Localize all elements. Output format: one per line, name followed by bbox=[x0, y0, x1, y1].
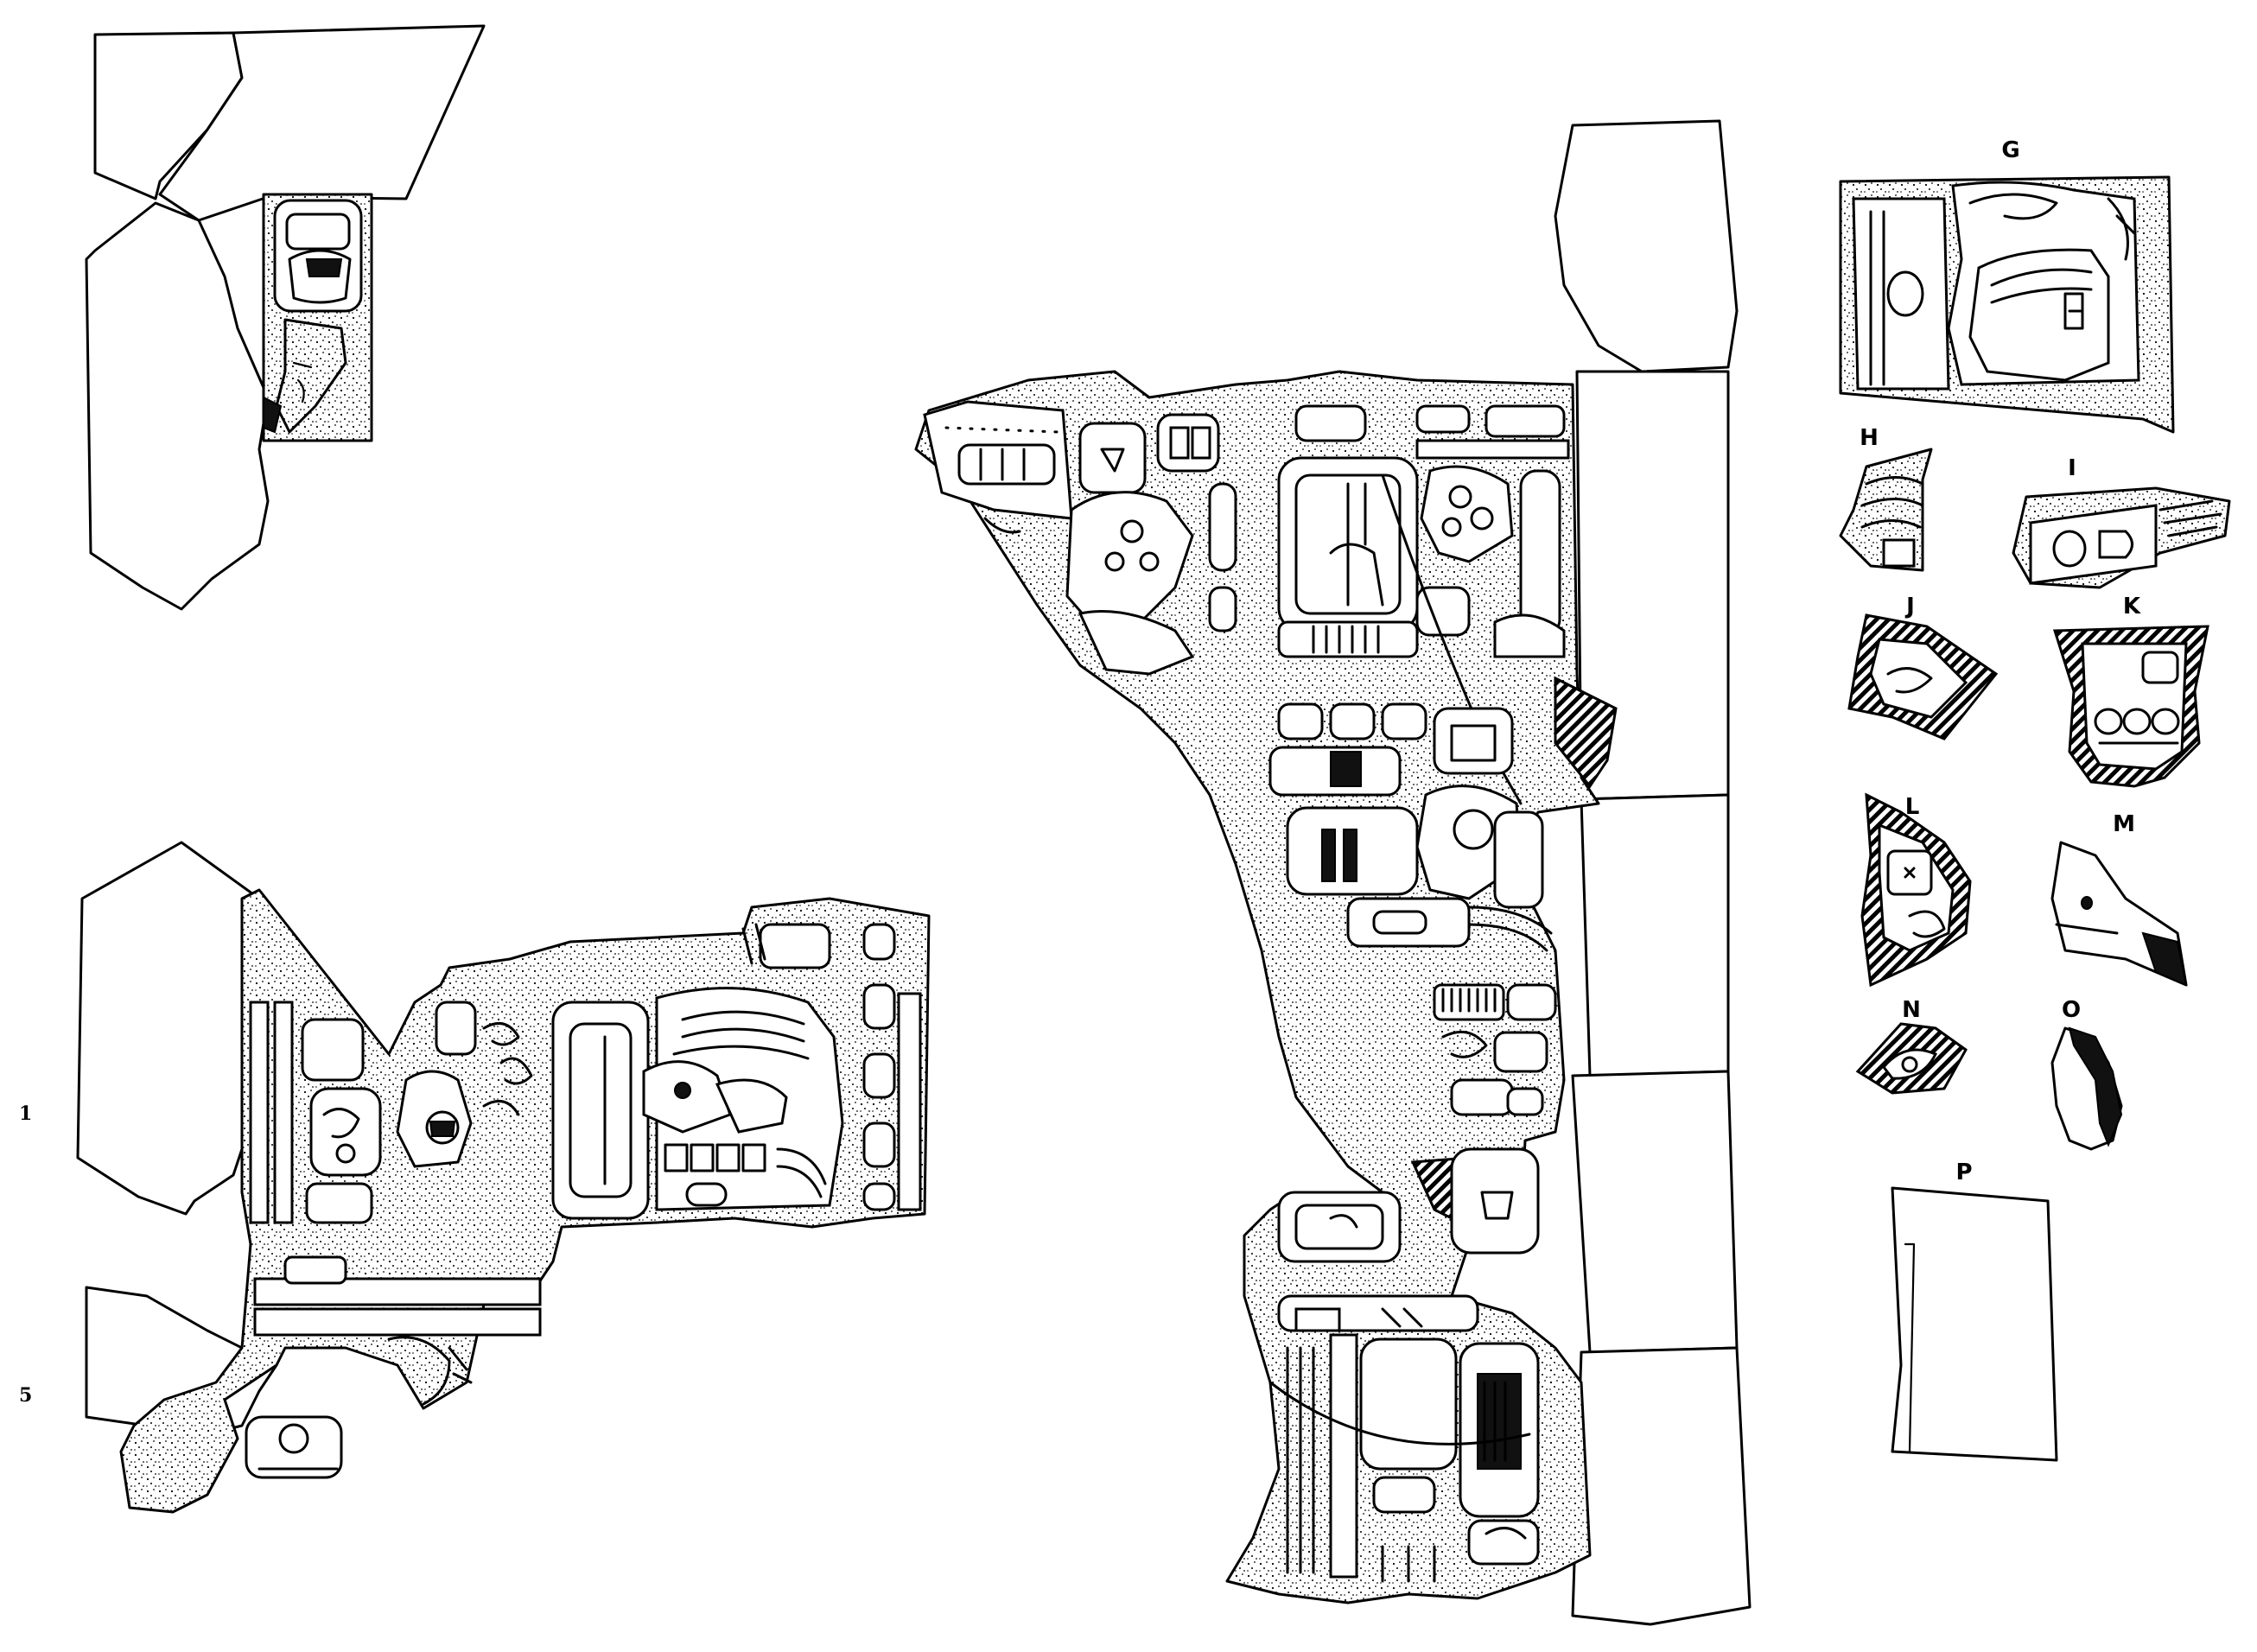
glyph-column-right bbox=[741, 923, 922, 1211]
glyph-cluster-center-left bbox=[396, 1001, 533, 1168]
glyph-monster-head bbox=[551, 987, 844, 1220]
glyph-block-upper-left bbox=[923, 400, 1237, 676]
row-number-5: 5 bbox=[19, 1384, 32, 1407]
fragment-label-l: L bbox=[1905, 794, 1920, 820]
fragment-p: P bbox=[1891, 1160, 2058, 1462]
fragment-label-o: O bbox=[2062, 997, 2081, 1023]
fragment-bottom-left: 1 5 bbox=[19, 841, 931, 1514]
fragment-label-j: J bbox=[1904, 594, 1915, 620]
glyph-band-middle bbox=[1268, 676, 1618, 797]
fragment-top-left bbox=[85, 24, 486, 611]
glyph-head-top-left bbox=[262, 193, 373, 442]
fragment-m: M bbox=[2050, 811, 2188, 987]
fragment-i: I bbox=[2012, 455, 2231, 589]
fragment-center bbox=[914, 119, 1752, 1626]
fragment-series-right: G H I J bbox=[1839, 137, 2231, 1462]
fragment-label-k: K bbox=[2123, 594, 2141, 620]
fragment-label-i: I bbox=[2068, 455, 2076, 481]
fragment-j: J bbox=[1847, 594, 1999, 740]
fragment-g: G bbox=[1839, 137, 2175, 434]
glyph-block-upper-center bbox=[1277, 404, 1570, 805]
fragment-label-m: M bbox=[2113, 811, 2135, 837]
fragment-h: H bbox=[1839, 425, 1933, 572]
fragment-label-n: N bbox=[1902, 997, 1921, 1023]
fragment-k: K bbox=[2052, 594, 2209, 788]
fragment-label-h: H bbox=[1860, 425, 1879, 451]
row-number-1: 1 bbox=[19, 1102, 32, 1125]
fragment-label-g: G bbox=[2001, 137, 2019, 163]
fragment-label-p: P bbox=[1955, 1160, 1972, 1185]
glyph-block-lower bbox=[1268, 1147, 1540, 1583]
fragment-l: L bbox=[1860, 792, 1972, 988]
glyph-band-lower-left bbox=[245, 1255, 542, 1479]
glyph-block-lower-middle bbox=[1433, 983, 1557, 1116]
fragment-o: O bbox=[2050, 997, 2123, 1151]
glyph-column-left bbox=[249, 1001, 382, 1224]
fragment-n: N bbox=[1855, 997, 1968, 1095]
glyph-block-middle bbox=[1286, 785, 1553, 952]
